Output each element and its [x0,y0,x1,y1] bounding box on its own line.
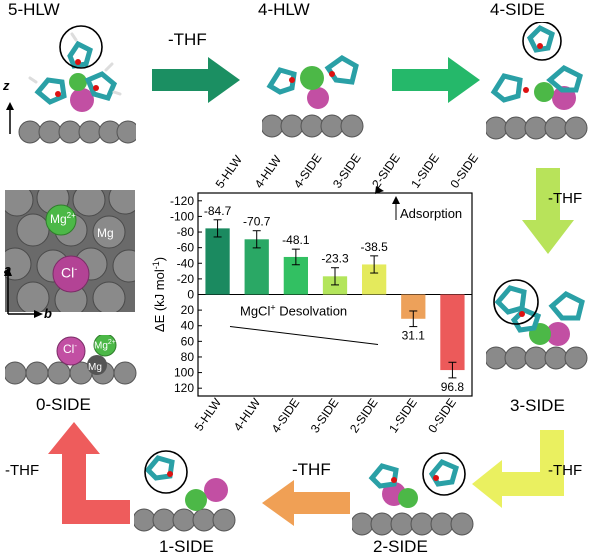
data-label: -38.5 [360,240,388,254]
mg2-label: Mg2+ [50,211,76,226]
category-label-bottom: 4-HLW [231,395,264,433]
bar [440,294,465,371]
axis-b-label: b [44,306,52,321]
data-label: -70.7 [243,215,271,229]
y-tick-label: 60 [181,334,195,348]
mg2-ion-icon [45,204,77,236]
axis-a-label: a [4,262,12,277]
data-label: -23.3 [321,252,349,266]
category-label-top: 3-SIDE [330,151,364,191]
y-tick-label: -120 [170,194,194,208]
thf-ligands [34,40,118,105]
arrow-4hlw-to-4side [392,57,480,103]
bar [244,239,269,295]
y-tick-label: -40 [177,256,195,270]
surface-top-view [5,190,135,312]
surface-side-view [5,335,137,385]
axis-ab-icon [4,267,43,318]
highlight-circle [59,25,103,69]
category-label-bottom: 4-SIDE [269,396,303,436]
mg-atom [69,73,87,91]
step-label-2: -THF [548,190,583,207]
state-label-4side: 4-SIDE [490,0,545,19]
side-mg-label: Mg [88,362,102,373]
y-tick-label: -100 [170,209,194,223]
cl-label: Cl- [61,264,78,281]
state-label-3side: 3-SIDE [510,396,565,415]
surface-slab [18,120,136,144]
state-label-1side: 1-SIDE [159,537,214,556]
data-label: 96.8 [441,380,465,394]
step-label-5: -THF [5,462,40,479]
category-label-bottom: 3-SIDE [308,396,342,436]
adsorption-arrowhead [392,196,400,204]
state-label-4hlw: 4-HLW [258,0,310,19]
y-axis-label: ΔE (kJ mol-1) [151,257,167,332]
y-tick-label: 120 [174,381,194,395]
step-label-4: -THF [292,460,331,479]
category-label-top: 0-SIDE [447,151,480,191]
step-label-1: -THF [168,30,207,49]
y-tick-label: 80 [181,350,195,364]
arrow-3side-to-2side [472,430,564,508]
desolvation-arrowhead [375,186,384,194]
axis-z-icon [6,102,14,134]
arrow-1side-to-0side [48,422,130,524]
arrow-4side-to-3side [522,168,574,254]
data-label: -48.1 [282,233,310,247]
structure-3side [486,279,588,370]
side-cl-label: Cl- [63,341,78,356]
category-label-top: 2-SIDE [369,151,403,191]
arrow-2side-to-1side [262,480,350,526]
bar [205,228,230,295]
y-tick-label: 100 [174,366,194,380]
category-label-top: 1-SIDE [408,151,442,191]
category-label-bottom: 1-SIDE [386,396,420,436]
state-label-0side-left: 0-SIDE [36,395,91,414]
mg-label: Mg [97,226,114,240]
y-tick-label: 40 [181,319,195,333]
data-label: -84.7 [204,204,232,218]
y-tick-label: 20 [181,303,195,317]
adsorption-label: Adsorption [400,206,462,221]
y-tick-label: -80 [177,225,195,239]
y-tick-label: -60 [177,241,195,255]
category-label-bottom: 0-SIDE [425,396,459,436]
step-label-3: -THF [548,462,583,479]
state-label-5hlw: 5-HLW [8,0,60,19]
arrow-5hlw-to-4hlw [152,57,240,103]
desolvation-arrow [229,326,379,345]
state-label-2side: 2-SIDE [373,537,428,556]
bar [322,276,348,295]
category-label-top: 5-HLW [213,152,246,190]
structure-5hlw [18,25,136,144]
cl-ion-icon [52,255,90,293]
category-label-bottom: 2-SIDE [347,396,381,436]
y-tick-label: 0 [187,288,194,302]
axis-z-label: z [3,78,10,93]
cl-atom [70,88,94,112]
y-tick-label: -20 [177,272,195,286]
category-label-top: 4-HLW [252,152,285,190]
desolvation-label: MgCl+ Desolvation [240,303,347,319]
category-label-bottom: 5-HLW [192,395,225,433]
structure-4hlw [262,55,364,138]
structure-4side [486,22,588,140]
category-label-top: 4-SIDE [291,151,325,191]
structure-2side [352,452,474,536]
structure-1side [134,450,236,532]
side-mg2-label: Mg2+ [94,339,116,352]
data-label: 31.1 [402,329,426,343]
